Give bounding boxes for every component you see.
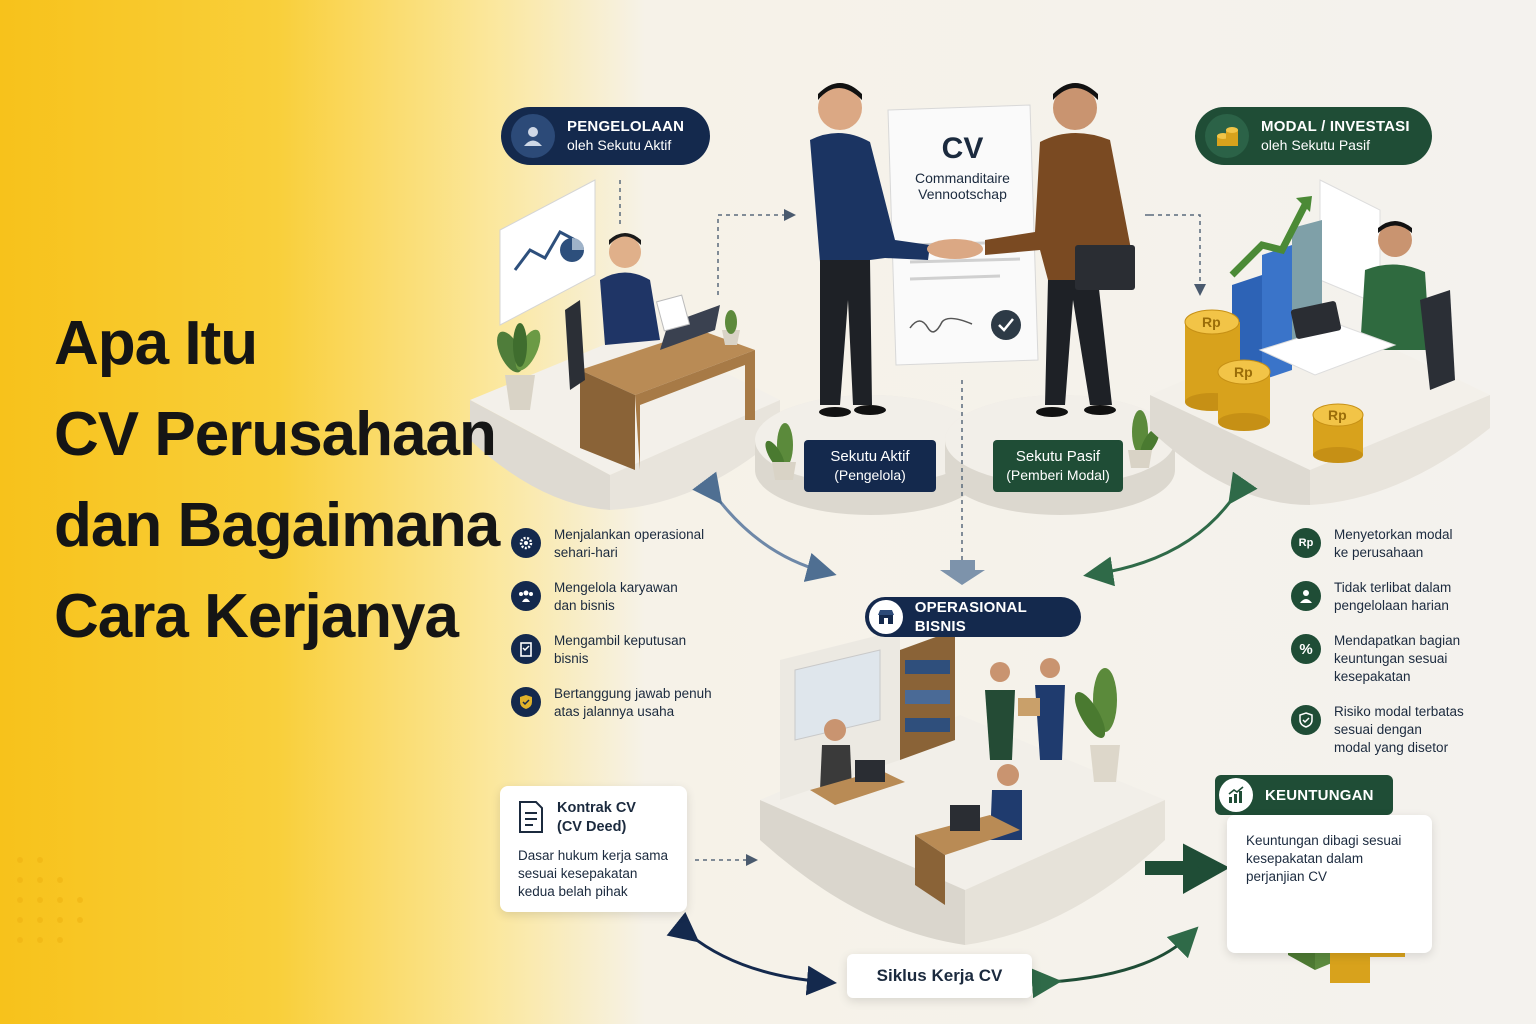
- operasional-title: OPERASIONAL BISNIS: [914, 599, 1027, 635]
- sekutu-aktif-name: Sekutu Aktif: [830, 448, 910, 465]
- cv-doc-text: CV Commanditaire Vennootschap: [895, 132, 1030, 202]
- person-icon: [1291, 581, 1321, 611]
- aktif-point: Mengambil keputusan bisnis: [554, 633, 687, 666]
- rupiah-symbol: Rp: [1298, 537, 1314, 549]
- growth-chart-icon: [1219, 778, 1253, 812]
- list-item: Risiko modal terbatas sesuai dengan moda…: [1291, 703, 1501, 757]
- pengelolaan-title: PENGELOLAAN: [567, 118, 685, 135]
- pengelolaan-pill: PENGELOLAAN oleh Sekutu Aktif: [501, 107, 710, 165]
- sekutu-aktif-label: Sekutu Aktif (Pengelola): [804, 440, 936, 492]
- manager-desk-scene: [470, 179, 780, 510]
- cv-document: [887, 104, 1039, 366]
- list-item: Tidak terlibat dalam pengelolaan harian: [1291, 579, 1501, 615]
- kontrak-card: Kontrak CV (CV Deed) Dasar hukum kerja s…: [500, 786, 687, 912]
- svg-text:Rp: Rp: [1202, 314, 1221, 330]
- keuntungan-pill: KEUNTUNGAN: [1215, 775, 1393, 815]
- title-line-3: dan Bagaimana: [54, 491, 500, 560]
- cv-doc-heading: CV: [941, 132, 984, 165]
- siklus-label-box: Siklus Kerja CV: [847, 954, 1032, 998]
- modal-pill: MODAL / INVESTASI oleh Sekutu Pasif: [1195, 107, 1432, 165]
- list-item: Mengelola karyawan dan bisnis: [511, 579, 751, 615]
- svg-text:Rp: Rp: [1234, 364, 1253, 380]
- modal-subtitle: oleh Sekutu Pasif: [1261, 137, 1370, 153]
- clipboard-icon: [511, 634, 541, 664]
- list-item: Bertanggung jawab penuh atas jalannya us…: [511, 685, 751, 721]
- pasif-point: Mendapatkan bagian keuntungan sesuai kes…: [1334, 633, 1461, 684]
- pengelolaan-subtitle: oleh Sekutu Aktif: [567, 137, 672, 153]
- operational-office: [760, 630, 1165, 945]
- list-item: Mengambil keputusan bisnis: [511, 632, 751, 668]
- pasif-point: Menyetorkan modal ke perusahaan: [1334, 527, 1453, 560]
- shield-icon: [511, 687, 541, 717]
- percent-icon: %: [1291, 634, 1321, 664]
- gear-icon: [511, 528, 541, 558]
- sekutu-pasif-label: Sekutu Pasif (Pemberi Modal): [993, 440, 1123, 492]
- operasional-pill: OPERASIONAL BISNIS: [865, 597, 1081, 637]
- investor-scene: [1150, 179, 1490, 505]
- title-line-1: Apa Itu: [54, 309, 258, 378]
- sekutu-pasif-name: Sekutu Pasif: [1015, 448, 1101, 465]
- cv-doc-line-1: Commanditaire: [915, 170, 1010, 186]
- aktif-point: Bertanggung jawab penuh atas jalannya us…: [554, 686, 712, 719]
- sekutu-aktif-desc: (Pengelola): [834, 467, 906, 483]
- title-line-4: Cara Kerjanya: [54, 582, 459, 651]
- pasif-point: Tidak terlibat dalam pengelolaan harian: [1334, 580, 1452, 613]
- keuntungan-body: Keuntungan dibagi sesuai kesepakatan dal…: [1246, 833, 1402, 884]
- main-title: Apa Itu CV Perusahaan dan Bagaimana Cara…: [54, 298, 514, 662]
- sekutu-pasif-desc: (Pemberi Modal): [1006, 467, 1110, 483]
- coins-icon: [1205, 114, 1249, 158]
- list-item: Rp Menyetorkan modal ke perusahaan: [1291, 526, 1501, 562]
- team-icon: [511, 581, 541, 611]
- connectors: [619, 180, 1258, 999]
- siklus-label: Siklus Kerja CV: [876, 966, 1003, 985]
- list-item: % Mendapatkan bagian keuntungan sesuai k…: [1291, 632, 1501, 686]
- kontrak-body: Dasar hukum kerja sama sesuai kesepakata…: [518, 848, 669, 899]
- pasif-point: Risiko modal terbatas sesuai dengan moda…: [1334, 704, 1464, 755]
- svg-text:Rp: Rp: [1328, 407, 1347, 423]
- user-icon: [511, 114, 555, 158]
- aktif-point: Mengelola karyawan dan bisnis: [554, 580, 678, 613]
- keuntungan-title: KEUNTUNGAN: [1265, 786, 1374, 804]
- keuntungan-card: Keuntungan dibagi sesuai kesepakatan dal…: [1227, 815, 1432, 953]
- kontrak-title: Kontrak CV: [557, 800, 636, 816]
- modal-title: MODAL / INVESTASI: [1261, 118, 1410, 135]
- list-item: Menjalankan operasional sehari-hari: [511, 526, 751, 562]
- aktif-points-list: Menjalankan operasional sehari-hari Meng…: [511, 526, 751, 738]
- handshake-figures: [810, 83, 1135, 417]
- cv-doc-line-2: Vennootschap: [918, 186, 1007, 202]
- dot-pattern: [17, 857, 83, 943]
- title-line-2: CV Perusahaan: [54, 400, 497, 469]
- kontrak-subtitle: (CV Deed): [557, 819, 627, 835]
- store-icon: [869, 600, 903, 634]
- aktif-point: Menjalankan operasional sehari-hari: [554, 527, 705, 560]
- shield-check-icon: [1291, 705, 1321, 735]
- document-icon: [517, 800, 545, 839]
- coin-stacks: Rp Rp Rp Rp Rp: [1184, 309, 1406, 983]
- pasif-points-list: Rp Menyetorkan modal ke perusahaan Tidak…: [1291, 526, 1501, 774]
- rupiah-icon: Rp: [1291, 528, 1321, 558]
